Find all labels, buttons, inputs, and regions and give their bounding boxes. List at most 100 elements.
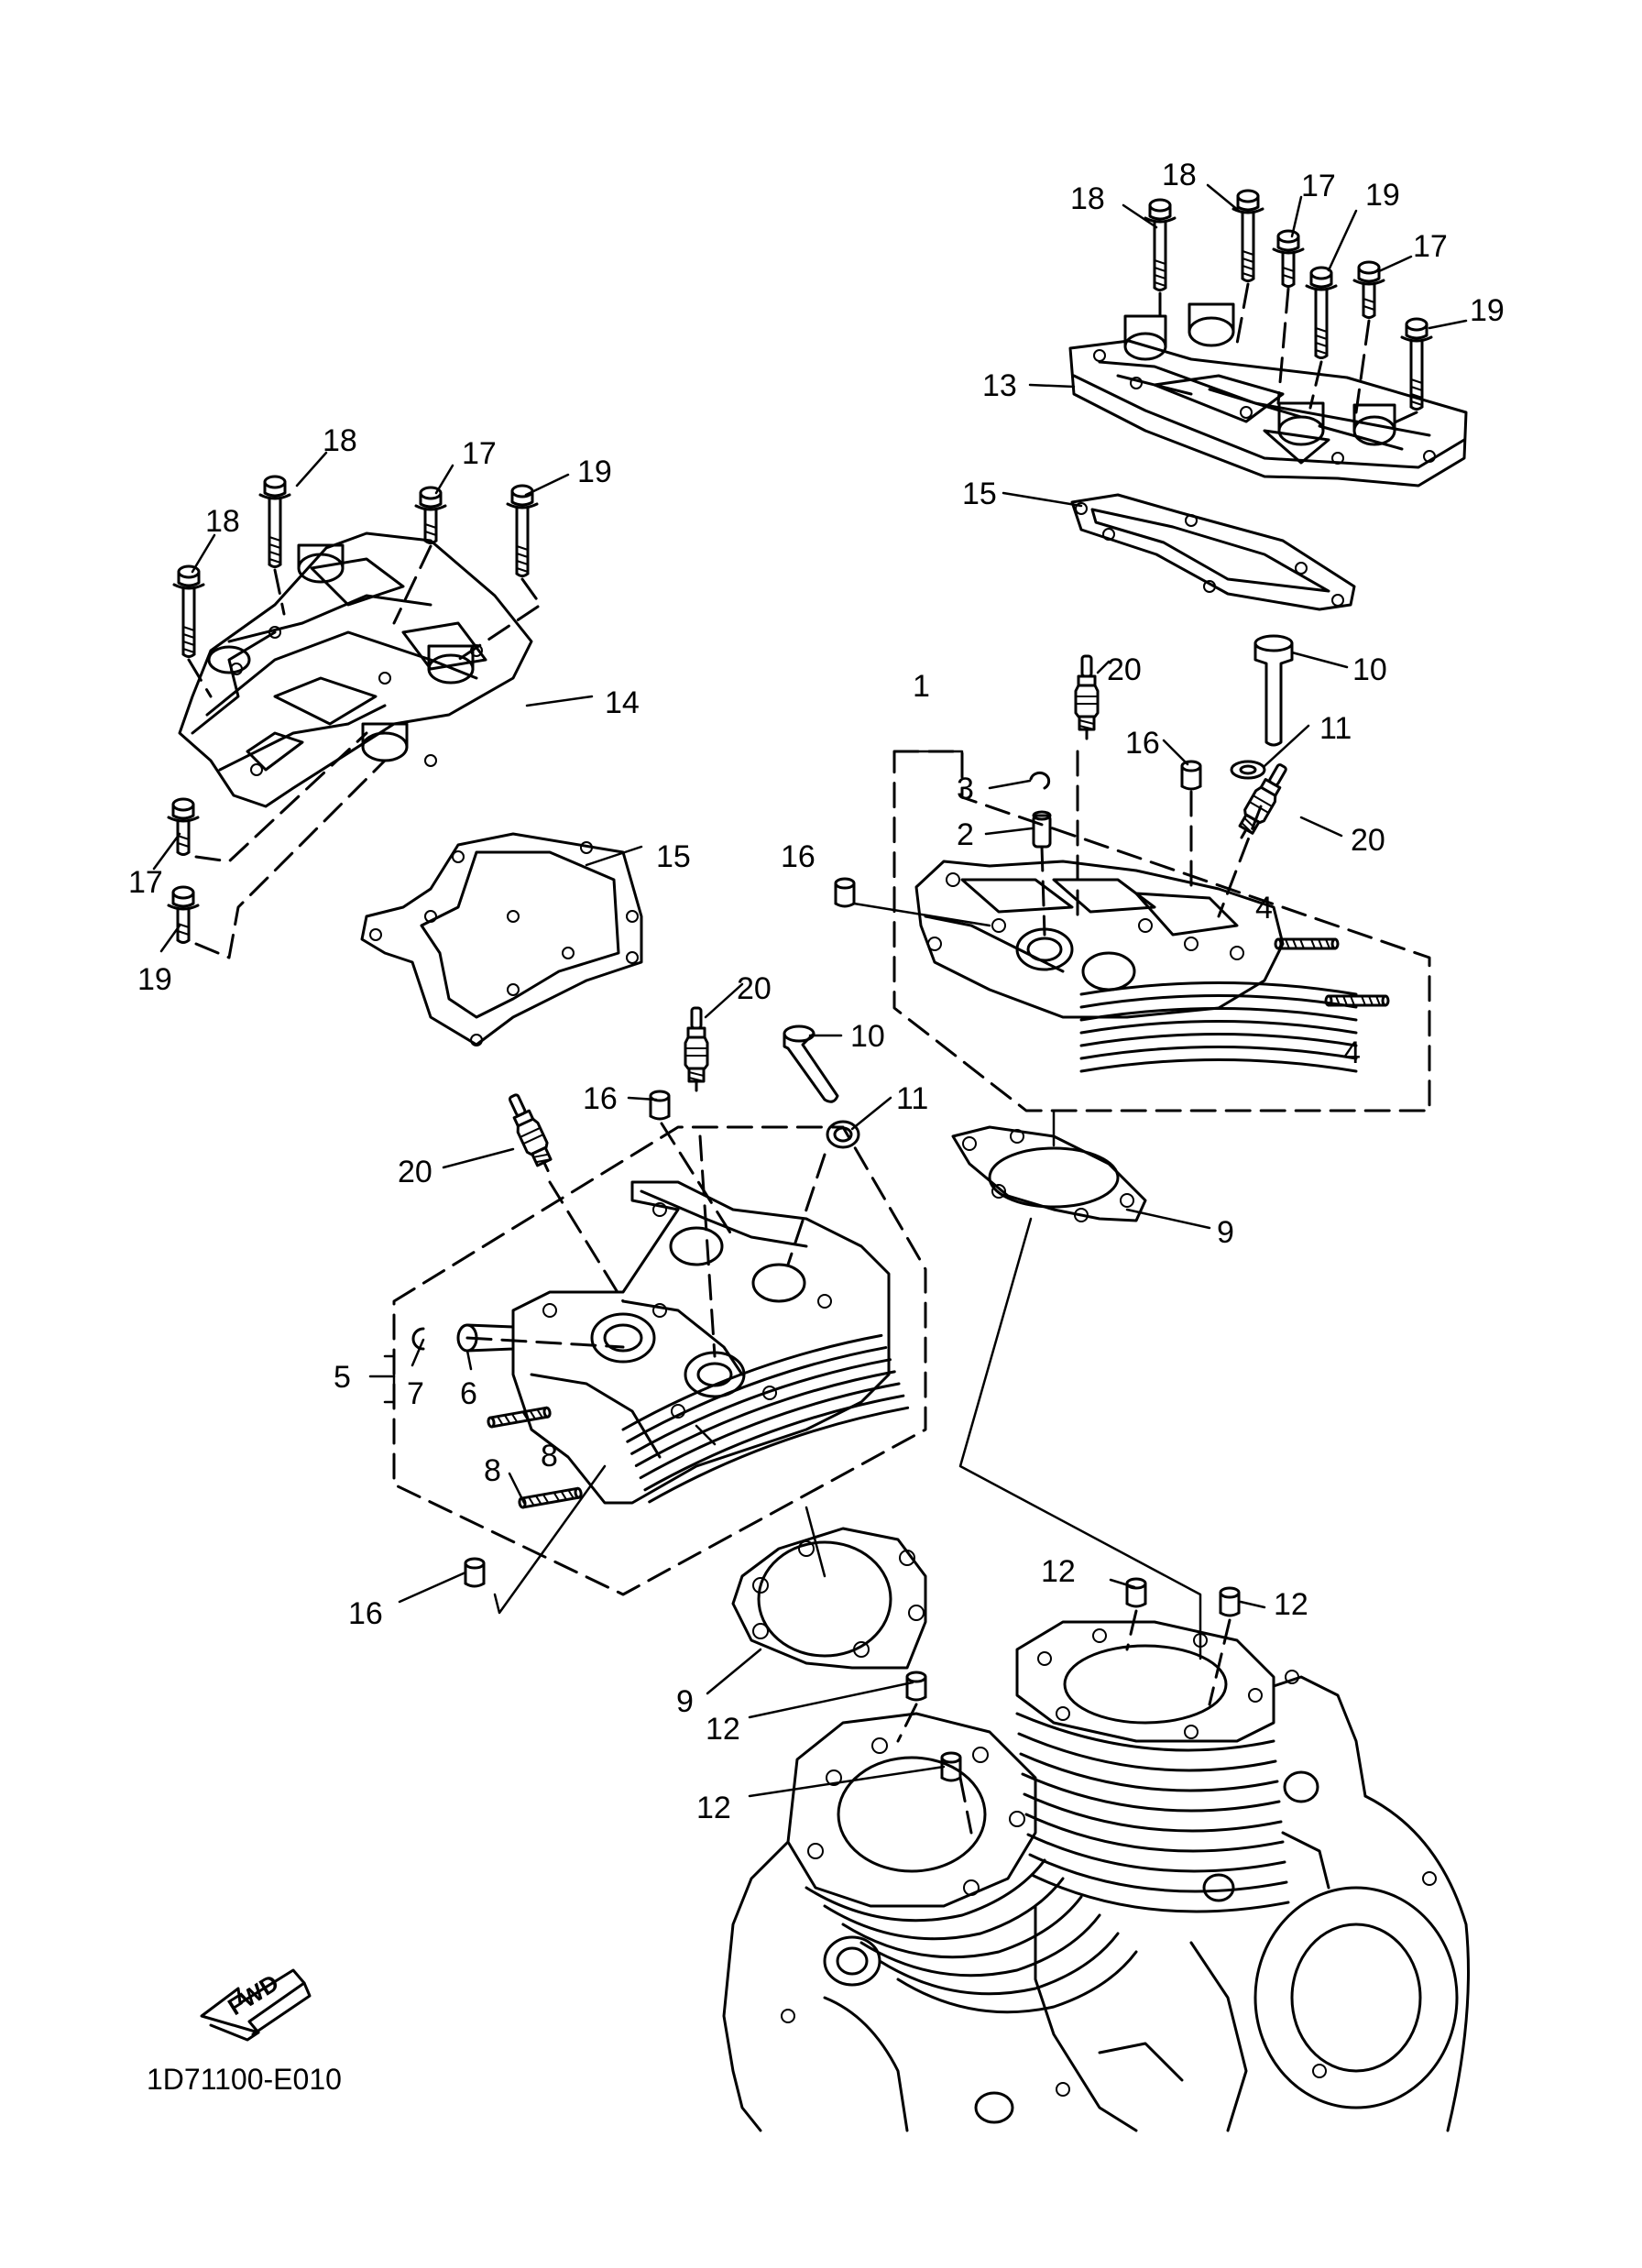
bolt-17-front-b bbox=[167, 797, 200, 856]
dowel-16-rear-inner bbox=[1180, 760, 1202, 791]
stud-4-rear-a bbox=[1274, 937, 1340, 950]
rear-rocker-cover-group bbox=[1068, 189, 1468, 611]
callout-15: 15 bbox=[656, 839, 691, 874]
callout-9: 9 bbox=[676, 1684, 694, 1719]
callout-20: 20 bbox=[737, 971, 772, 1006]
callout-10: 10 bbox=[850, 1019, 885, 1054]
front-cylinder bbox=[786, 1712, 1138, 2014]
callout-18: 18 bbox=[1162, 158, 1197, 192]
callout-20: 20 bbox=[398, 1155, 432, 1189]
crankcase bbox=[722, 1670, 1470, 2132]
callout-17: 17 bbox=[1413, 229, 1448, 264]
dash-links-rear bbox=[1040, 750, 1263, 937]
spark-plug-20-front-a bbox=[684, 1006, 709, 1092]
callout-12: 12 bbox=[1274, 1587, 1308, 1622]
callout-12: 12 bbox=[696, 1791, 731, 1825]
bolt-18-front-a bbox=[258, 475, 291, 568]
callout-19: 19 bbox=[1365, 178, 1400, 213]
head-gasket-9-rear bbox=[951, 1125, 1147, 1222]
callout-20: 20 bbox=[1351, 823, 1385, 858]
callout-18: 18 bbox=[1070, 181, 1105, 216]
callout-16: 16 bbox=[781, 839, 816, 874]
callout-20: 20 bbox=[1107, 652, 1142, 687]
front-cover-dash-lines bbox=[187, 544, 542, 959]
cylinder-head-front bbox=[511, 1180, 891, 1505]
callout-5: 5 bbox=[334, 1360, 351, 1395]
callout-16: 16 bbox=[348, 1596, 383, 1631]
front-cylinder-head-assembly-5 bbox=[392, 1090, 927, 1596]
callout-18: 18 bbox=[205, 504, 240, 539]
engine-crankcase-cylinders bbox=[722, 1577, 1470, 2132]
dowel-12-b bbox=[1219, 1586, 1241, 1617]
callout-10: 10 bbox=[1352, 652, 1387, 687]
callout-3: 3 bbox=[957, 772, 974, 806]
callout-4: 4 bbox=[1343, 1035, 1361, 1070]
dowel-16-front-inner bbox=[649, 1090, 671, 1121]
rocker-cover-13 bbox=[1068, 302, 1468, 488]
diagram-code: 1D71100-E010 bbox=[147, 2063, 342, 2096]
callout-18: 18 bbox=[323, 423, 357, 458]
rocker-cover-gasket-15 bbox=[1070, 493, 1356, 611]
fwd-direction-arrow: FWD bbox=[200, 1968, 312, 2042]
callout-11: 11 bbox=[896, 1081, 928, 1116]
spark-plug-20-rear-a bbox=[1074, 654, 1100, 740]
callout-12: 12 bbox=[1041, 1554, 1076, 1589]
dowel-12-c bbox=[905, 1671, 927, 1702]
rocker-cover-gasket-15-front bbox=[360, 832, 643, 1046]
callout-19: 19 bbox=[577, 455, 612, 489]
rear-cylinder bbox=[1015, 1620, 1290, 1913]
callout-17: 17 bbox=[1301, 169, 1336, 203]
bolt-19-front-a bbox=[506, 484, 539, 577]
valve-guide-2 bbox=[1032, 810, 1052, 849]
callout-19: 19 bbox=[137, 962, 172, 997]
rocker-cover-14 bbox=[178, 531, 533, 808]
callout-13: 13 bbox=[982, 368, 1017, 403]
callout-11: 11 bbox=[1319, 711, 1352, 746]
oil-pipe-10-rear bbox=[1253, 634, 1294, 747]
callout-7: 7 bbox=[407, 1376, 424, 1411]
callout-17: 17 bbox=[128, 865, 163, 900]
assembly-5-boundary bbox=[392, 1125, 927, 1596]
callout-16: 16 bbox=[1125, 726, 1160, 761]
stud-8-front-a bbox=[486, 1406, 553, 1429]
callout-19: 19 bbox=[1470, 293, 1505, 328]
bolt-18-front-b bbox=[172, 564, 205, 658]
callout-1: 1 bbox=[913, 669, 930, 704]
head-gasket-9-front bbox=[731, 1527, 927, 1670]
callout-15: 15 bbox=[962, 477, 997, 511]
o-ring-11-rear bbox=[1230, 760, 1266, 780]
bolt-17-rear-a bbox=[1272, 229, 1305, 288]
callout-14: 14 bbox=[605, 685, 640, 720]
spark-plug-20-front-b bbox=[501, 1090, 560, 1178]
dowel-12-a bbox=[1125, 1577, 1147, 1608]
bolt-18-rear-a bbox=[1144, 198, 1177, 291]
front-head-fins bbox=[618, 1323, 910, 1504]
callout-17: 17 bbox=[462, 436, 497, 471]
bolt-19-rear-a bbox=[1305, 266, 1338, 359]
rear-head-fins bbox=[1079, 981, 1358, 1073]
circlip-3 bbox=[1029, 771, 1051, 790]
dowel-16-front-bottom bbox=[464, 1557, 486, 1588]
dowel-16-rear-left bbox=[834, 877, 856, 908]
callout-2: 2 bbox=[957, 817, 974, 852]
stud-4-rear-b bbox=[1324, 994, 1390, 1007]
oil-pipe-10-front bbox=[783, 1024, 839, 1103]
o-ring-11-front bbox=[826, 1120, 860, 1149]
callout-6: 6 bbox=[460, 1376, 477, 1411]
stud-8-front-b bbox=[517, 1486, 584, 1509]
callout-12: 12 bbox=[706, 1712, 740, 1747]
rear-cylinder-head-assembly-1 bbox=[834, 750, 1431, 1112]
assembly-1-boundary bbox=[892, 750, 1431, 1112]
callout-4: 4 bbox=[1255, 891, 1273, 926]
bolt-18-rear-b bbox=[1232, 189, 1264, 282]
callout-8: 8 bbox=[541, 1439, 558, 1474]
callout-leaders bbox=[152, 183, 1468, 1798]
dash-links-front bbox=[548, 1122, 826, 1358]
rear-cover-dash-lines bbox=[1158, 282, 1418, 425]
callout-numbers: 18 18 17 19 17 19 13 18 17 19 18 14 17 1… bbox=[128, 158, 1505, 1825]
callout-8: 8 bbox=[484, 1453, 501, 1488]
bolt-17-front-a bbox=[414, 486, 447, 544]
callout-16: 16 bbox=[583, 1081, 618, 1116]
front-rocker-cover-group bbox=[167, 475, 643, 1046]
